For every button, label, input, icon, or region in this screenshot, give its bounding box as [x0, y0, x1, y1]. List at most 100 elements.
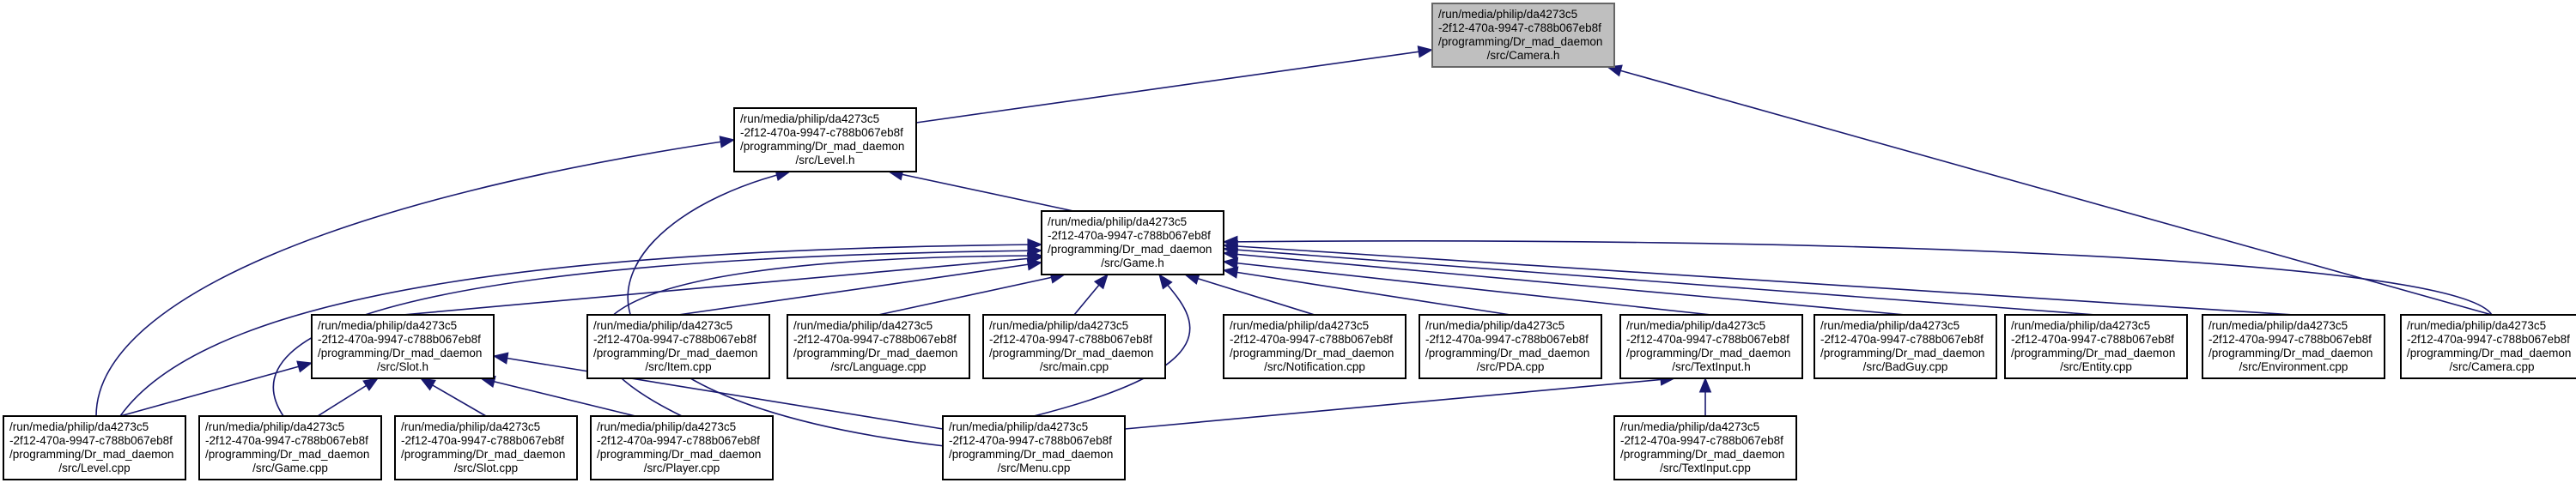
node-label-line: /src/Level.cpp — [58, 462, 130, 474]
node-badguy-cpp[interactable]: /run/media/philip/da4273c5-2f12-470a-994… — [1814, 314, 1997, 379]
node-box — [1041, 210, 1224, 275]
node-label-line: -2f12-470a-9947-c788b067eb8f — [1626, 333, 1789, 346]
node-box — [394, 415, 578, 480]
edge-line — [493, 355, 944, 430]
node-label-line: -2f12-470a-9947-c788b067eb8f — [597, 434, 760, 447]
edge-line — [95, 139, 735, 417]
node-box — [1619, 314, 1803, 379]
edge-line — [1607, 66, 2493, 316]
node-label-line: /programming/Dr_mad_daemon — [2208, 347, 2372, 359]
node-box — [982, 314, 1166, 379]
edge-arrowhead — [1093, 273, 1109, 290]
node-slot-cpp[interactable]: /run/media/philip/da4273c5-2f12-470a-994… — [394, 415, 578, 480]
node-label-line: /programming/Dr_mad_daemon — [989, 347, 1153, 359]
node-label-line: -2f12-470a-9947-c788b067eb8f — [9, 434, 173, 447]
node-label-line: /programming/Dr_mad_daemon — [1820, 347, 1984, 359]
edge-arrowhead — [419, 377, 436, 391]
node-label-line: /src/Game.cpp — [252, 462, 328, 474]
node-label-line: /programming/Dr_mad_daemon — [1438, 35, 1602, 48]
node-label-line: /src/Environment.cpp — [2239, 360, 2348, 373]
nodes-layer: /run/media/philip/da4273c5-2f12-470a-994… — [3, 3, 2576, 480]
node-label-line: /programming/Dr_mad_daemon — [793, 347, 957, 359]
node-slot-h[interactable]: /run/media/philip/da4273c5-2f12-470a-994… — [311, 314, 495, 379]
edge-level_cpp-to-level_h — [95, 136, 736, 417]
node-notification-cpp[interactable]: /run/media/philip/da4273c5-2f12-470a-994… — [1223, 314, 1406, 379]
node-label-line: -2f12-470a-9947-c788b067eb8f — [989, 333, 1152, 346]
node-label-line: -2f12-470a-9947-c788b067eb8f — [2208, 333, 2372, 346]
node-label-line: /run/media/philip/da4273c5 — [793, 319, 933, 332]
node-box — [2400, 314, 2576, 379]
node-label-line: /run/media/philip/da4273c5 — [1425, 319, 1564, 332]
node-label-line: /run/media/philip/da4273c5 — [1230, 319, 1369, 332]
node-label-line: /run/media/philip/da4273c5 — [1048, 215, 1187, 228]
node-label-line: /src/BadGuy.cpp — [1863, 360, 1948, 373]
node-language-cpp[interactable]: /run/media/philip/da4273c5-2f12-470a-994… — [787, 314, 970, 379]
edge-environment_cpp-to-game_h — [1222, 239, 2294, 316]
node-label-line: /src/TextInput.h — [1672, 360, 1751, 373]
edge-entity_cpp-to-game_h — [1222, 244, 2097, 316]
node-label-line: /src/Player.cpp — [644, 462, 720, 474]
node-label-line: -2f12-470a-9947-c788b067eb8f — [401, 434, 564, 447]
edge-arrowhead — [296, 360, 313, 373]
node-level-h[interactable]: /run/media/philip/da4273c5-2f12-470a-994… — [733, 107, 917, 172]
node-label-line: -2f12-470a-9947-c788b067eb8f — [318, 333, 481, 346]
edge-menu_cpp-to-level_h — [627, 168, 945, 447]
node-label-line: /programming/Dr_mad_daemon — [9, 448, 173, 461]
node-textinput-h[interactable]: /run/media/philip/da4273c5-2f12-470a-994… — [1619, 314, 1803, 379]
node-camera-cpp[interactable]: /run/media/philip/da4273c5-2f12-470a-994… — [2400, 314, 2576, 379]
node-label-line: -2f12-470a-9947-c788b067eb8f — [2407, 333, 2570, 346]
edge-line — [272, 250, 1042, 417]
node-item-cpp[interactable]: /run/media/philip/da4273c5-2f12-470a-994… — [586, 314, 770, 379]
edge-game_cpp-to-slot_h — [317, 377, 380, 417]
node-box — [198, 415, 382, 480]
node-label-line: -2f12-470a-9947-c788b067eb8f — [1820, 333, 1984, 346]
node-label-line: /src/Menu.cpp — [998, 462, 1071, 474]
node-label-line: -2f12-470a-9947-c788b067eb8f — [1048, 229, 1211, 242]
edge-line — [1223, 245, 2294, 316]
node-main-cpp[interactable]: /run/media/philip/da4273c5-2f12-470a-994… — [982, 314, 1166, 379]
edges-layer — [95, 45, 2493, 447]
node-label-line: -2f12-470a-9947-c788b067eb8f — [1425, 333, 1589, 346]
node-label-line: /programming/Dr_mad_daemon — [401, 448, 565, 461]
node-label-line: /programming/Dr_mad_daemon — [593, 347, 757, 359]
node-label-line: /run/media/philip/da4273c5 — [2407, 319, 2546, 332]
edge-badguy_cpp-to-game_h — [1222, 248, 1906, 316]
node-environment-cpp[interactable]: /run/media/philip/da4273c5-2f12-470a-994… — [2202, 314, 2385, 379]
node-label-line: /run/media/philip/da4273c5 — [740, 112, 879, 125]
node-label-line: /src/main.cpp — [1040, 360, 1109, 373]
node-label-line: /programming/Dr_mad_daemon — [2011, 347, 2175, 359]
node-label-line: /run/media/philip/da4273c5 — [2208, 319, 2348, 332]
node-label-line: /programming/Dr_mad_daemon — [205, 448, 369, 461]
node-textinput-cpp[interactable]: /run/media/philip/da4273c5-2f12-470a-994… — [1613, 415, 1797, 480]
node-box — [586, 314, 770, 379]
node-label-line: /run/media/philip/da4273c5 — [1626, 319, 1765, 332]
node-game-h[interactable]: /run/media/philip/da4273c5-2f12-470a-994… — [1041, 210, 1224, 275]
node-label-line: -2f12-470a-9947-c788b067eb8f — [1620, 434, 1783, 447]
node-box — [2004, 314, 2188, 379]
node-box — [1613, 415, 1797, 480]
edge-language_cpp-to-game_h — [878, 271, 1066, 316]
node-label-line: -2f12-470a-9947-c788b067eb8f — [1438, 21, 1601, 34]
node-entity-cpp[interactable]: /run/media/philip/da4273c5-2f12-470a-994… — [2004, 314, 2188, 379]
node-label-line: /programming/Dr_mad_daemon — [2407, 347, 2571, 359]
edge-line — [677, 262, 1042, 316]
node-box — [787, 314, 970, 379]
node-box — [1814, 314, 1997, 379]
edge-line — [878, 274, 1066, 316]
edge-main_cpp-to-game_h — [1073, 273, 1109, 316]
node-player-cpp[interactable]: /run/media/philip/da4273c5-2f12-470a-994… — [590, 415, 774, 480]
node-label-line: /src/Camera.cpp — [2449, 360, 2534, 373]
node-pda-cpp[interactable]: /run/media/philip/da4273c5-2f12-470a-994… — [1419, 314, 1602, 379]
edge-line — [915, 49, 1433, 124]
node-menu-cpp[interactable]: /run/media/philip/da4273c5-2f12-470a-994… — [942, 415, 1126, 480]
node-label-line: /programming/Dr_mad_daemon — [1048, 243, 1212, 256]
node-level-cpp[interactable]: /run/media/philip/da4273c5-2f12-470a-994… — [3, 415, 186, 480]
edge-pda_cpp-to-game_h — [1222, 266, 1511, 316]
node-label-line: -2f12-470a-9947-c788b067eb8f — [740, 126, 903, 139]
node-label-line: /run/media/philip/da4273c5 — [9, 420, 149, 433]
node-label-line: /src/Game.h — [1101, 257, 1164, 269]
node-game-cpp[interactable]: /run/media/philip/da4273c5-2f12-470a-994… — [198, 415, 382, 480]
node-label-line: /run/media/philip/da4273c5 — [401, 420, 540, 433]
node-camera-h[interactable]: /run/media/philip/da4273c5-2f12-470a-994… — [1431, 3, 1615, 68]
